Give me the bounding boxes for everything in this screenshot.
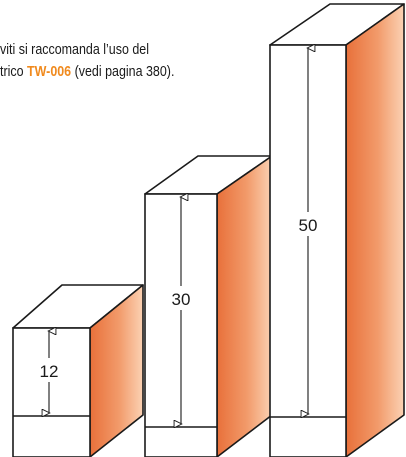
block-12: 12 [12,284,144,457]
block-12-label: 12 [40,362,59,381]
caption-line-1: viti si raccomanda l’uso del [0,42,150,58]
caption-text: viti si raccomanda l’uso del trico TW-00… [0,0,406,110]
caption-line-2: trico TW-006 (vedi pagina 380). [0,64,174,80]
product-code-link[interactable]: TW-006 [27,64,72,80]
block-50-label: 50 [299,216,318,235]
block-50: 50 [269,3,405,457]
caption-line-2-prefix: trico [0,64,28,80]
block-30-side-face [216,155,273,457]
block-50-side-face [345,3,405,457]
block-12-front-face [12,327,91,457]
block-30: 30 [144,155,273,457]
block-30-label: 30 [172,290,191,309]
caption-line-2-suffix: (vedi pagina 380). [71,64,175,80]
